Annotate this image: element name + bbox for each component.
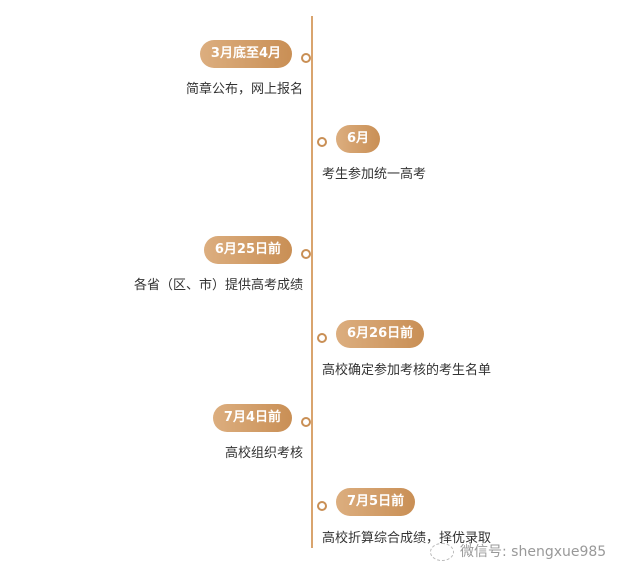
date-badge: 6月26日前 <box>336 320 425 348</box>
event-description: 简章公布，网上报名 <box>185 82 303 97</box>
wechat-icon <box>430 543 454 561</box>
timeline-dot <box>301 53 311 63</box>
event-description: 高校确定参加考核的考生名单 <box>322 363 492 378</box>
timeline-dot <box>317 501 327 511</box>
watermark-text: 微信号: shengxue985 <box>460 544 607 560</box>
date-badge: 3月底至4月 <box>199 40 292 68</box>
date-badge: 6月25日前 <box>203 236 292 264</box>
event-description: 高校组织考核 <box>224 446 303 461</box>
timeline-dot <box>301 417 311 427</box>
event-description: 考生参加统一高考 <box>322 167 427 182</box>
date-badge: 6月 <box>336 125 381 153</box>
timeline-dot <box>301 249 311 259</box>
date-badge: 7月5日前 <box>336 488 416 516</box>
watermark: 微信号: shengxue985 <box>430 541 606 561</box>
timeline-axis <box>311 16 313 548</box>
event-description: 高校折算综合成绩，择优录取 <box>322 531 492 546</box>
event-description: 各省（区、市）提供高考成绩 <box>133 278 303 293</box>
date-badge: 7月4日前 <box>212 404 292 432</box>
timeline-dot <box>317 333 327 343</box>
timeline-dot <box>317 137 327 147</box>
